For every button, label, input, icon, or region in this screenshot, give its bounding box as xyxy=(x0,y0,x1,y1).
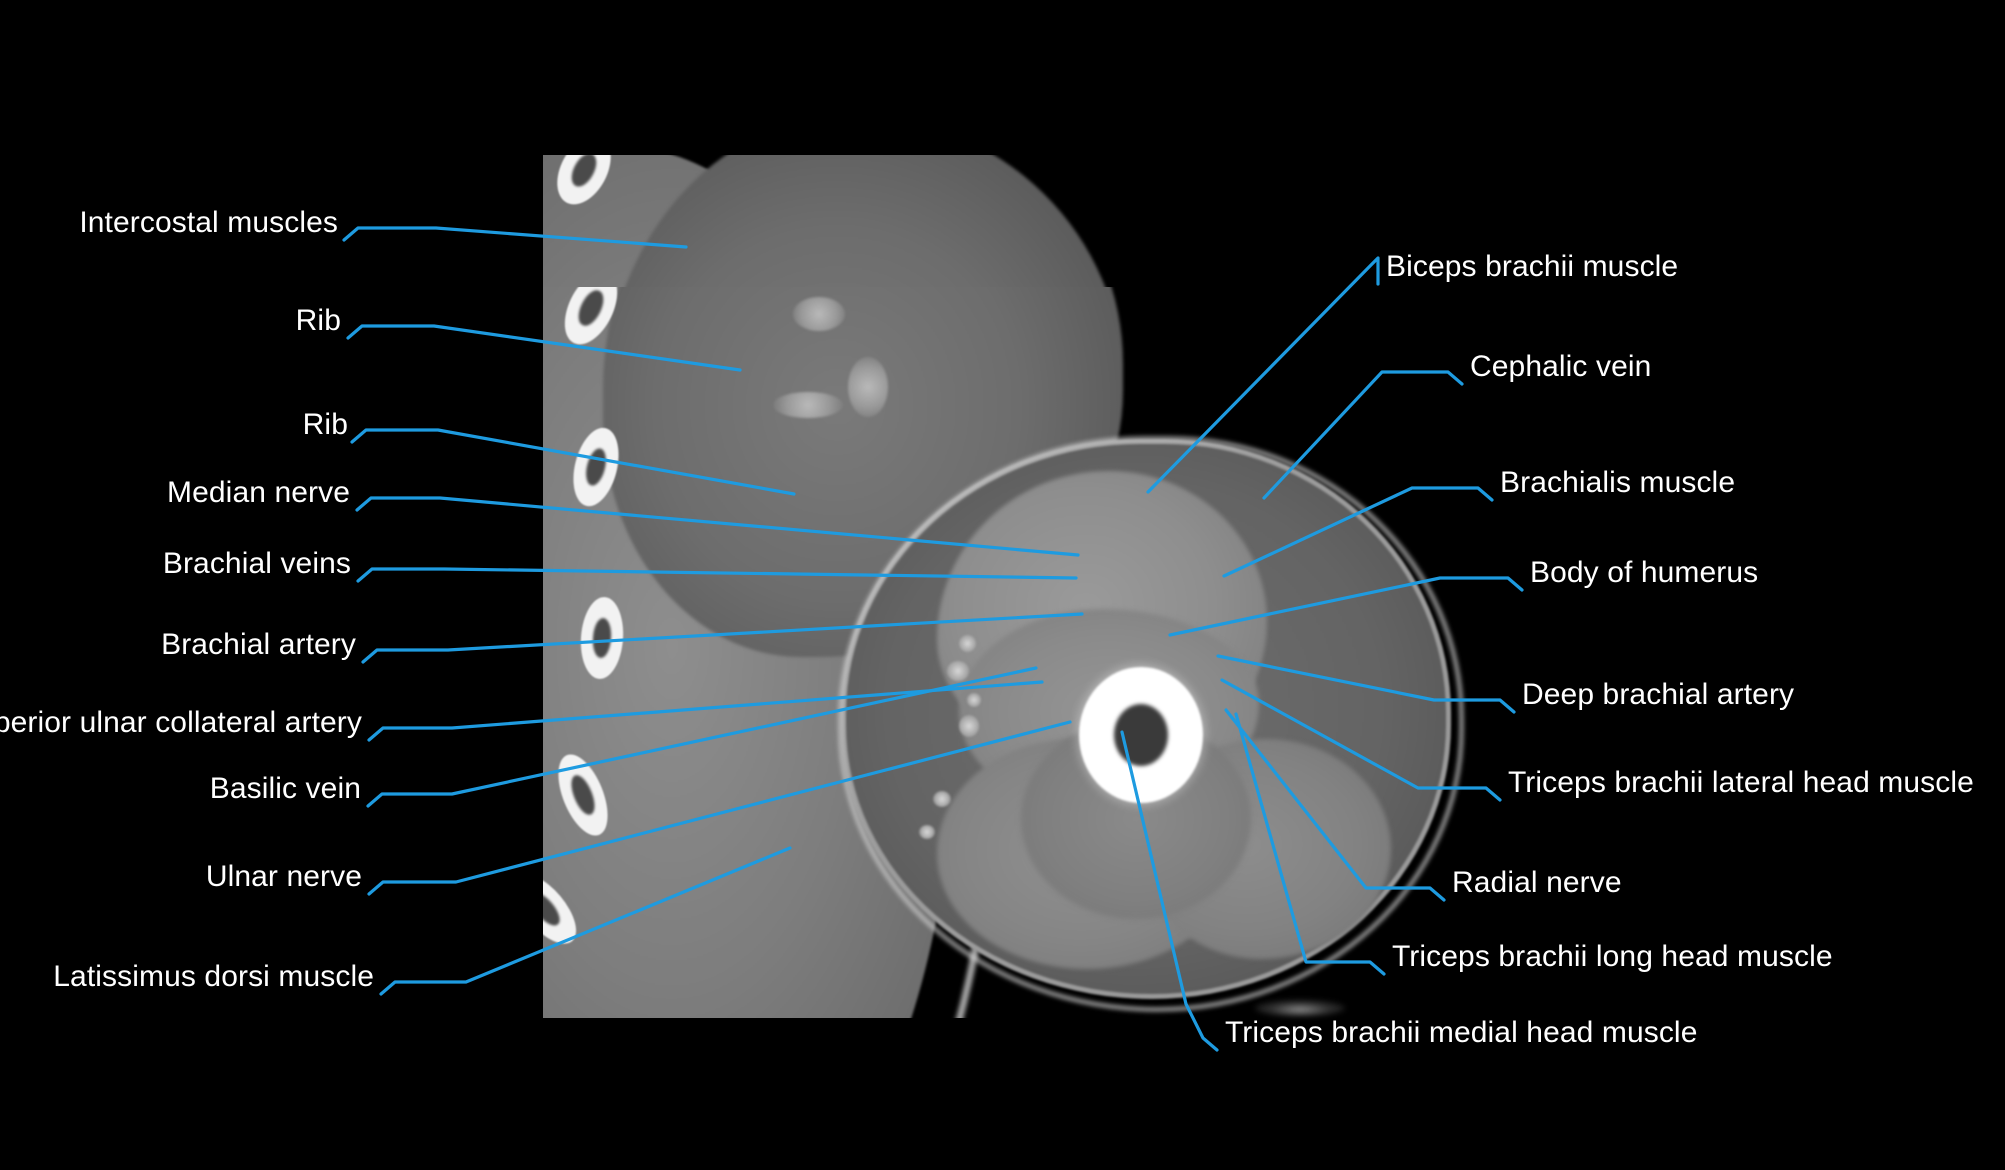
label-superior-ulnar-collateral-artery[interactable]: Superior ulnar collateral artery xyxy=(0,706,362,739)
label-brachial-veins[interactable]: Brachial veins xyxy=(162,547,351,580)
label-brachialis-muscle[interactable]: Brachialis muscle xyxy=(1500,466,1736,499)
label-ulnar-nerve[interactable]: Ulnar nerve xyxy=(205,860,362,893)
label-triceps-brachii-medial-head-muscle[interactable]: Triceps brachii medial head muscle xyxy=(1225,1016,1698,1049)
label-basilic-vein[interactable]: Basilic vein xyxy=(209,772,361,805)
arm-cross-section xyxy=(838,436,1464,1012)
ct-upper-slab xyxy=(543,155,1143,290)
label-median-nerve[interactable]: Median nerve xyxy=(167,476,350,509)
label-biceps-brachii-muscle[interactable]: Biceps brachii muscle xyxy=(1386,250,1679,283)
ct-image xyxy=(543,155,1543,1018)
label-radial-nerve[interactable]: Radial nerve xyxy=(1452,866,1622,899)
label-rib-upper[interactable]: Rib xyxy=(295,304,341,337)
label-cephalic-vein[interactable]: Cephalic vein xyxy=(1470,350,1652,383)
label-brachial-artery[interactable]: Brachial artery xyxy=(161,628,356,661)
label-deep-brachial-artery[interactable]: Deep brachial artery xyxy=(1522,678,1795,711)
label-intercostal-muscles[interactable]: Intercostal muscles xyxy=(79,206,338,239)
humerus-region xyxy=(1079,667,1203,803)
label-latissimus-dorsi-muscle[interactable]: Latissimus dorsi muscle xyxy=(53,960,374,993)
label-body-of-humerus[interactable]: Body of humerus xyxy=(1530,556,1759,589)
label-rib-lower[interactable]: Rib xyxy=(302,408,348,441)
ct-artifact-smudge xyxy=(1255,1000,1345,1016)
label-triceps-brachii-lateral-head-muscle[interactable]: Triceps brachii lateral head muscle xyxy=(1508,766,1974,799)
ct-main-slab xyxy=(543,287,1543,1018)
label-triceps-brachii-long-head-muscle[interactable]: Triceps brachii long head muscle xyxy=(1392,940,1833,973)
